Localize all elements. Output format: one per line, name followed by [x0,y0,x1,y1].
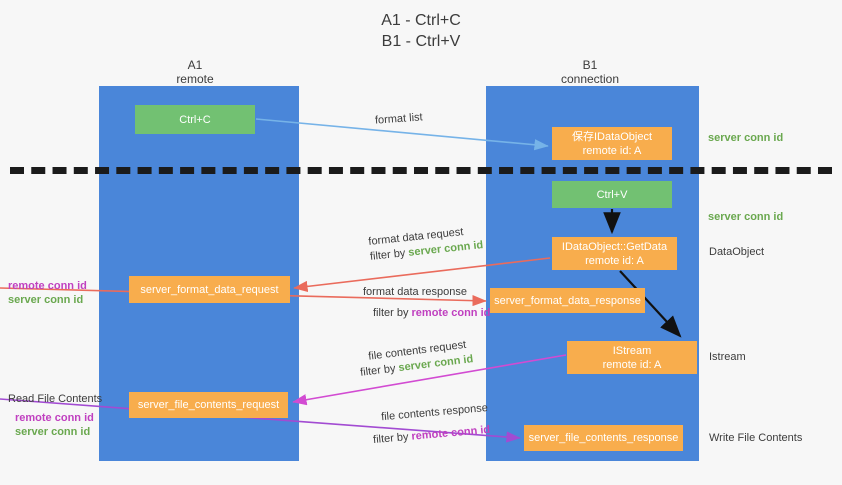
left-label-conn-ids-2: remote conn id server conn id [15,411,94,439]
node-server-file-contents-response[interactable]: server_file_contents_response [524,425,683,451]
title-line-1: A1 - Ctrl+C [381,12,461,29]
lane-a1-title: A1 [187,58,203,72]
right-label-istream: Istream [709,351,746,363]
node-ctrl-v[interactable]: Ctrl+V [552,181,672,208]
node-save-idataobject[interactable]: 保存IDataObject remote id: A [552,127,672,160]
right-label-server-conn-id-top: server conn id [708,132,784,144]
node-istream[interactable]: IStream remote id: A [567,341,697,374]
node-server-file-contents-response-label: server_file_contents_response [528,432,679,444]
node-getdata-line2: remote id: A [585,254,644,267]
node-server-format-data-request-label: server_format_data_request [140,283,279,296]
edge-label-format-list-text: format list [374,111,424,127]
lane-b1-subtitle: connection [560,72,620,86]
node-save-idataobject-line1: 保存IDataObject [571,130,653,143]
left-label-remote-conn-id-1: remote conn id [8,280,87,292]
lane-a1-subtitle: remote [176,72,214,86]
node-server-format-data-response-label: server_format_data_response [494,294,641,307]
edge-label-format-data-response-text: format data response [363,286,467,298]
right-label-write-file-contents: Write File Contents [709,432,803,444]
lane-header-a1: A1 remote [95,58,295,86]
node-istream-line1: IStream [612,344,652,357]
node-ctrl-v-label: Ctrl+V [596,188,628,201]
node-save-idataobject-line2: remote id: A [582,144,642,157]
node-getdata-line1: IDataObject::GetData [561,240,668,253]
arrow-format-list [255,118,549,151]
left-label-server-conn-id-2: server conn id [15,426,91,438]
filter-prefix: filter by [359,362,400,379]
lane-b1-title: B1 [582,58,598,72]
filter-value-remote-conn-id: remote conn id [411,307,491,319]
left-label-read-file-contents: Read File Contents [8,393,103,405]
right-label-server-conn-id-second: server conn id [708,211,784,223]
filter-prefix: filter by [373,307,412,319]
filter-prefix: filter by [372,430,413,447]
edge-label-format-data-response-filter: filter by remote conn id [373,306,490,321]
edge-label-format-data-response: format data response filter by remote co… [363,285,490,321]
node-server-format-data-response[interactable]: server_format_data_response [490,288,645,313]
dashed-separator [10,167,832,174]
node-server-format-data-request[interactable]: server_format_data_request [129,276,290,303]
left-label-remote-conn-id-2: remote conn id [15,412,94,424]
lane-header-b1: B1 connection [490,58,690,86]
arrow-file-contents-response [0,398,521,443]
right-label-data-object: DataObject [709,246,765,258]
node-istream-line2: remote id: A [602,358,662,371]
arrow-file-contents-request [292,354,567,406]
node-ctrl-c-label: Ctrl+C [179,113,211,126]
node-ctrl-c[interactable]: Ctrl+C [135,105,255,134]
node-server-file-contents-request-label: server_file_contents_request [137,399,280,411]
left-label-conn-ids-1: remote conn id server conn id [8,279,87,307]
title-line-2: B1 - Ctrl+V [381,33,461,50]
arrow-getdata-to-istream [619,270,682,338]
filter-prefix: filter by [369,246,409,263]
node-server-file-contents-request[interactable]: server_file_contents_request [129,392,288,418]
arrow-format-data-request [293,257,551,292]
diagram-title: A1 - Ctrl+C B1 - Ctrl+V [0,10,842,52]
node-idataobject-getdata[interactable]: IDataObject::GetData remote id: A [552,237,677,270]
left-label-server-conn-id-1: server conn id [8,294,84,306]
